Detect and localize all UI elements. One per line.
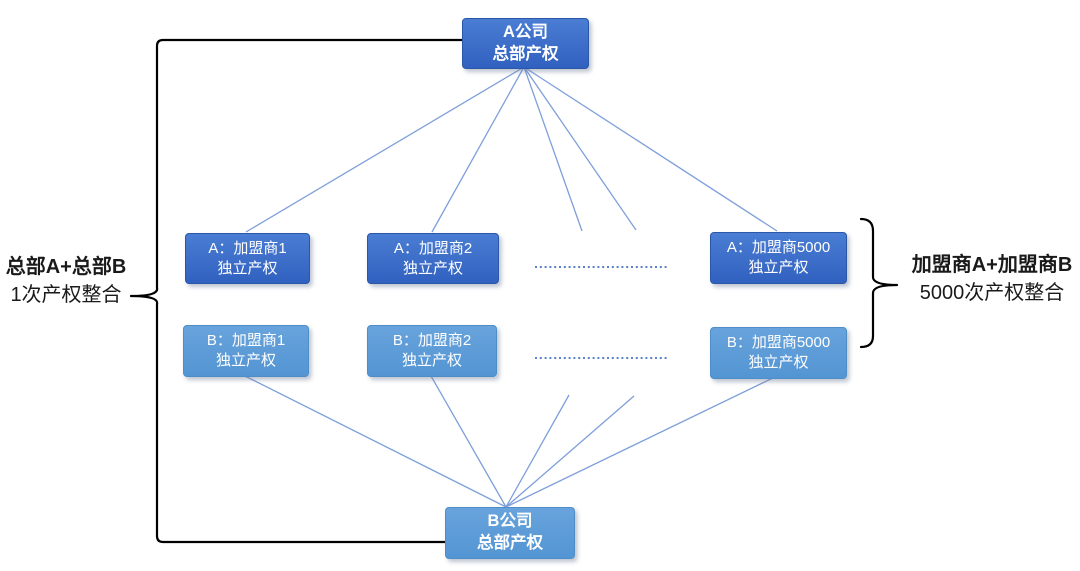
- node-a-franchisee-1-line2: 独立产权: [217, 259, 278, 277]
- node-b-franchisee-5000-line2: 独立产权: [748, 354, 809, 371]
- node-b-franchisee-2: B：加盟商2 独立产权: [367, 325, 497, 377]
- top-fan-line: [245, 66, 525, 233]
- node-a-franchisee-1-line1: A：加盟商1: [208, 239, 287, 257]
- left-annotation: 总部A+总部B 1次产权整合: [0, 253, 132, 309]
- bottom-fan-line: [430, 375, 507, 508]
- node-a-hq: A公司 总部产权: [462, 18, 589, 69]
- node-b-franchisee-5000-line1: B：加盟商5000: [726, 334, 831, 352]
- right-annotation: 加盟商A+加盟商B 5000次产权整合: [902, 251, 1080, 307]
- top-fan-line: [523, 66, 583, 232]
- bottom-fan-line: [505, 394, 570, 508]
- node-b-franchisee-5000: B：加盟商5000 独立产权: [710, 327, 847, 379]
- node-b-franchisee-1-line1: B：加盟商1: [206, 332, 286, 350]
- node-a-franchisee-5000-line2: 独立产权: [748, 259, 809, 276]
- node-a-franchisee-2-line1: A：加盟商2: [393, 239, 473, 257]
- node-a-franchisee-2: A：加盟商2 独立产权: [367, 233, 499, 284]
- node-a-franchisee-2-line2: 独立产权: [402, 259, 463, 277]
- top-fan-line: [523, 66, 778, 232]
- node-a-hq-line1: A公司: [503, 22, 548, 41]
- node-b-hq-line1: B公司: [487, 512, 533, 531]
- node-b-franchisee-1-line2: 独立产权: [215, 352, 276, 369]
- node-b-hq-line2: 总部产权: [477, 534, 543, 552]
- bottom-fan-line: [505, 395, 635, 508]
- right-annotation-line2: 5000次产权整合: [919, 282, 1065, 304]
- bottom-fan-line: [244, 375, 507, 508]
- node-b-franchisee-1: B：加盟商1 独立产权: [183, 325, 309, 377]
- left-annotation-line2: 1次产权整合: [10, 284, 122, 306]
- node-a-franchisee-5000: A：加盟商5000 独立产权: [710, 232, 847, 284]
- node-a-hq-line2: 总部产权: [492, 44, 559, 63]
- right-annotation-line1: 加盟商A+加盟商B: [911, 254, 1073, 276]
- right-brace: [859, 217, 899, 349]
- node-a-franchisee-5000-line1: A：加盟商5000: [726, 239, 831, 257]
- top-fan-line: [431, 66, 525, 233]
- bottom-fan-line: [505, 375, 778, 508]
- node-b-hq: B公司 总部产权: [445, 507, 575, 559]
- node-a-franchisee-1: A：加盟商1 独立产权: [185, 233, 310, 284]
- left-bracket: [129, 38, 464, 544]
- node-b-franchisee-2-line1: B：加盟商2: [392, 332, 472, 350]
- left-annotation-line1: 总部A+总部B: [5, 256, 127, 278]
- node-b-franchisee-2-line2: 独立产权: [401, 352, 462, 369]
- top-fan-line: [523, 66, 637, 231]
